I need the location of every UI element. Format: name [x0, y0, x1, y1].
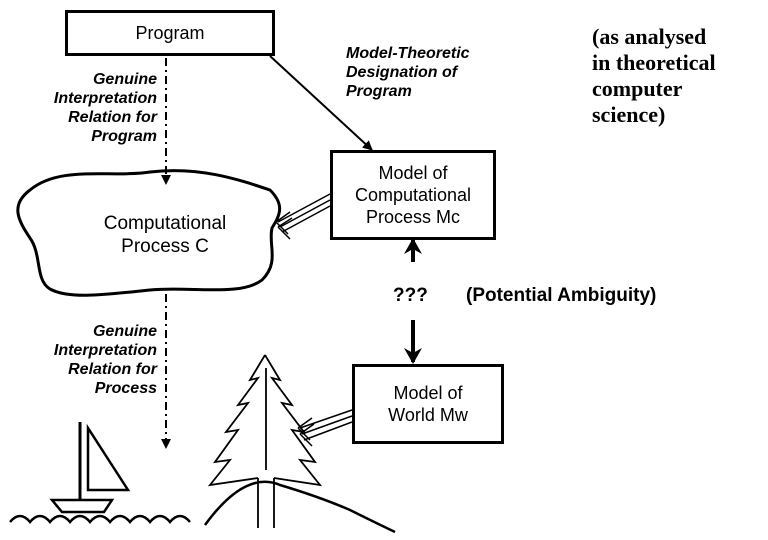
- process-c-line-2: Process C: [121, 236, 209, 257]
- model-mw-line-1: Model of: [393, 383, 463, 403]
- genuine-program-line-4: Program: [91, 128, 157, 145]
- water-waves: [9, 514, 191, 524]
- ambiguity-label: (Potential Ambiguity): [466, 285, 657, 306]
- sailboat-icon: [49, 422, 131, 514]
- genuine-process-line-1: Genuine: [92, 323, 157, 340]
- ground-hill: [203, 480, 396, 534]
- model-mc-box: Model of Computational Process Mc: [330, 150, 496, 240]
- model-theoretic-line-3: Program: [346, 83, 412, 100]
- ambiguity-marks: ???: [393, 285, 428, 306]
- model-mc-line-1: Model of: [378, 163, 448, 183]
- genuine-process-label: Genuine Interpretation Relation for Proc…: [10, 322, 157, 398]
- process-c-label: Computational Process C: [70, 212, 260, 258]
- theory-note-line-3: computer: [592, 76, 683, 101]
- model-theoretic-line-1: Model-Theoretic: [346, 45, 470, 62]
- arrow-mw-to-world: [297, 409, 353, 447]
- model-mw-box: Model of World Mw: [352, 364, 504, 444]
- genuine-program-line-2: Interpretation: [53, 90, 157, 107]
- model-theoretic-line-2: Designation of: [346, 64, 458, 81]
- genuine-process-line-3: Relation for: [68, 361, 157, 378]
- genuine-process-line-2: Interpretation: [53, 342, 157, 359]
- process-c-line-1: Computational: [103, 213, 227, 234]
- genuine-program-label: Genuine Interpretation Relation for Prog…: [30, 70, 157, 146]
- model-theoretic-label: Model-Theoretic Designation of Program: [346, 44, 470, 101]
- theory-note-line-4: science): [592, 102, 666, 127]
- theory-note-line-2: in theoretical: [592, 50, 716, 75]
- genuine-program-line-1: Genuine: [92, 71, 157, 88]
- model-mc-line-2: Computational: [354, 185, 472, 205]
- tree-icon: [207, 354, 323, 528]
- arrow-mc-to-process: [275, 193, 331, 240]
- program-label: Program: [135, 23, 205, 43]
- theory-note-line-1: (as analysed: [592, 24, 707, 49]
- model-mw-line-2: World Mw: [388, 405, 468, 425]
- theory-note: (as analysed in theoretical computer sci…: [592, 24, 716, 128]
- genuine-process-line-4: Process: [94, 380, 157, 397]
- process-cloud-shape: [16, 169, 282, 297]
- genuine-program-line-3: Relation for: [68, 109, 157, 126]
- arrow-designation: [269, 55, 373, 151]
- model-mc-line-3: Process Mc: [365, 207, 461, 227]
- program-box: Program: [65, 10, 275, 56]
